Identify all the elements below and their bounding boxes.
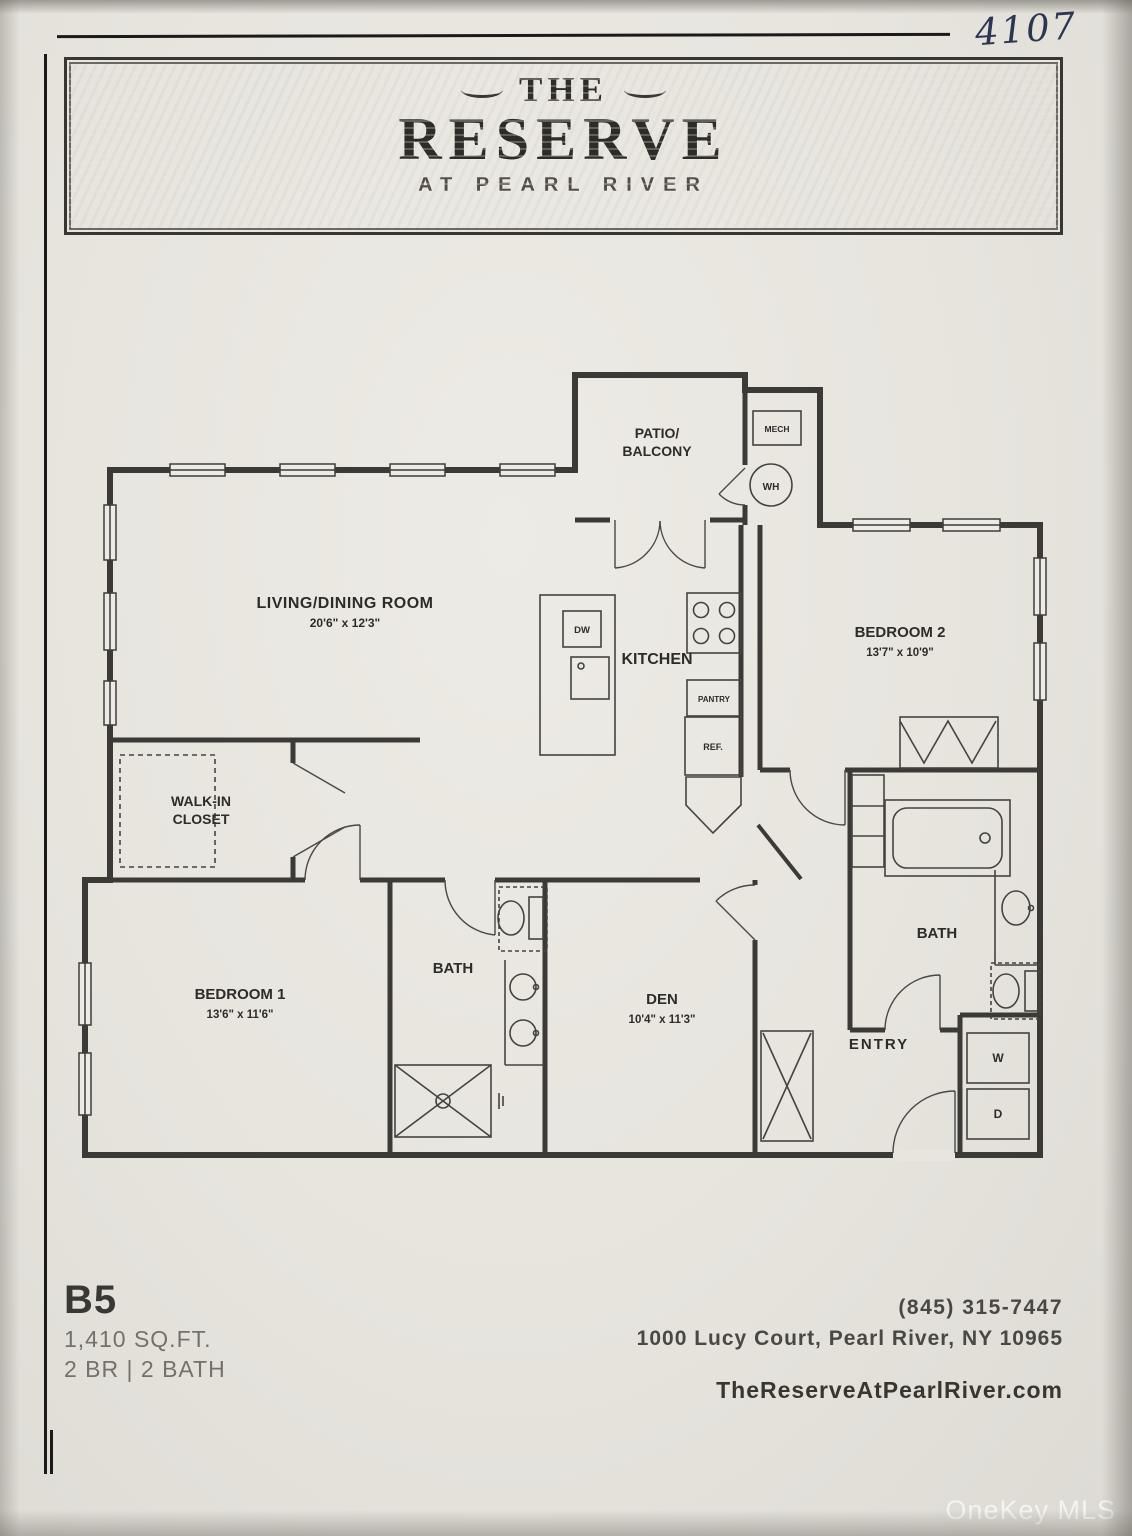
logo-banner: THE RESERVE AT PEARL RIVER [64,57,1063,235]
linen-closet [851,774,885,868]
kitchen-peninsula [685,776,742,835]
label-den: DEN [646,991,678,1008]
flourish-right-icon [623,82,666,98]
stove [686,592,742,654]
label-bedroom2: BEDROOM 2 [855,624,946,641]
front-door-opening [893,1149,955,1161]
label-dw: DW [574,625,590,636]
bedroom2-door [789,769,846,826]
patio-door-left [614,520,661,569]
bath1-vanity-sinks [504,960,545,1066]
shower [394,1064,504,1138]
bath2-vanity-sink [994,870,1040,966]
bath2-door [884,974,941,1031]
label-dryer: D [994,1107,1003,1121]
label-bedroom1: BEDROOM 1 [195,986,286,1003]
label-den-dims: 10'4" x 11'3" [629,1014,696,1026]
website: TheReserveAtPearlRiver.com [716,1377,1063,1403]
scan-line-top [56,32,951,39]
label-ref: REF. [703,742,723,752]
label-wh: WH [763,482,780,493]
patio-door-right [659,520,706,569]
logo-the-text: THE [519,70,608,109]
mech-door [718,467,746,506]
bedroom1-door [304,824,361,881]
unit-name: B5 [64,1278,118,1322]
label-patio-2: BALCONY [622,443,692,459]
label-living: LIVING/DINING ROOM [257,595,434,612]
label-bedroom1-dims: 13'6" x 11'6" [207,1009,274,1021]
bath1-door [444,879,496,936]
unit-config: 2 BR | 2 BATH [64,1356,226,1382]
label-walkin-2: CLOSET [173,811,230,827]
logo-tagline-text: AT PEARL RIVER [418,173,709,196]
label-kitchen: KITCHEN [621,651,692,668]
label-bath1: BATH [433,960,474,977]
label-walkin-1: WALK-IN [171,793,231,809]
label-pantry: PANTRY [698,695,731,704]
bath2-toilet [990,962,1041,1020]
logo-line-the: THE [67,70,1060,109]
unit-sqft: 1,410 SQ.FT. [64,1326,212,1352]
label-washer: W [992,1051,1004,1065]
address: 1000 Lucy Court, Pearl River, NY 10965 [636,1327,1063,1350]
scan-line-left [44,54,47,1474]
label-entry: ENTRY [849,1036,909,1053]
bathtub [884,799,1011,877]
island-sink [570,656,610,700]
floor-plan-drawing: PATIO/ BALCONY LIVING/DINING ROOM 20'6" … [78,372,1047,1161]
island-faucet [577,662,585,670]
contact-block: (845) 315-7447 1000 Lucy Court, Pearl Ri… [543,1296,1063,1404]
label-bedroom2-dims: 13'7" x 10'9" [866,647,934,659]
phone-number: (845) 315-7447 [898,1296,1063,1319]
logo-reserve-text: RESERVE [398,105,729,172]
label-bath2: BATH [917,925,958,942]
label-patio-1: PATIO/ [635,425,680,441]
entry-closet [760,1030,814,1142]
kitchen-island [539,594,616,756]
mls-watermark: OneKey MLS [945,1495,1116,1525]
label-living-dims: 20'6" x 12'3" [310,616,380,630]
handwritten-number: 4107 [973,4,1079,55]
label-mech: MECH [764,424,789,434]
scan-line-left-bottom [50,1430,53,1474]
bedroom2-closet [899,716,999,769]
flourish-left-icon [461,82,504,98]
den-door [715,884,756,941]
bath1-toilet [497,886,548,952]
entry-front-door [892,1090,956,1154]
